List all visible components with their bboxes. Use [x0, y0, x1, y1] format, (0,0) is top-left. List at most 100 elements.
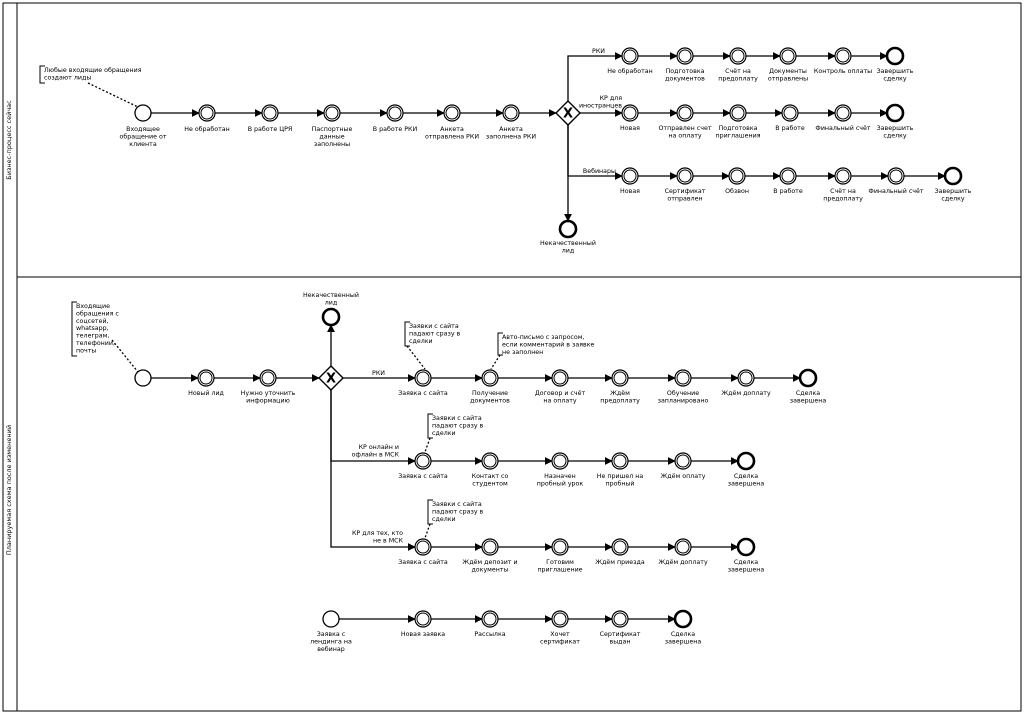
bottom-branch-step: [414, 538, 432, 556]
top-branch-step-label: Финальный счёт: [815, 124, 870, 132]
label-line: запланировано: [658, 397, 709, 404]
top-branch-flow: [567, 125, 623, 180]
label-line: заполнены: [314, 141, 350, 148]
bottom-branch-annotation-2-text: Авто-письмо с запросом,если комментарий …: [502, 334, 595, 356]
label-line: завершена: [790, 397, 827, 404]
label-line: создают лиды: [44, 74, 91, 81]
gateway-diamond: [555, 100, 581, 126]
top-branch-step: [728, 167, 746, 185]
webinar-start-event: [322, 610, 340, 628]
top-branch-step: [834, 167, 852, 185]
intermediate-event-inner: [261, 371, 275, 385]
label-line: Подготовка: [666, 68, 705, 75]
intermediate-event-inner: [781, 169, 795, 183]
label-line: В работе ЦРЯ: [248, 125, 293, 133]
label-line: лид: [562, 247, 575, 254]
intermediate-event-inner: [199, 371, 213, 385]
label-line: В работе: [773, 187, 803, 195]
label-line: Анкета: [499, 126, 523, 133]
intermediate-event-inner: [613, 454, 627, 468]
intermediate-event-inner: [613, 612, 627, 626]
top-branch-end-event: [885, 103, 905, 123]
label-line: Счёт на: [725, 67, 751, 75]
intermediate-event-inner: [676, 371, 690, 385]
top-branch-step-label: Обзвон: [725, 187, 749, 195]
label-line: Сертификат: [600, 631, 641, 638]
intermediate-event-inner: [263, 106, 277, 120]
top-branch-flow: [567, 52, 623, 101]
intermediate-event-inner: [613, 371, 627, 385]
webinar-end-event: [673, 609, 693, 629]
label-line: отправлена РКИ: [425, 133, 479, 140]
intermediate-event-inner: [731, 49, 745, 63]
label-line: В работе: [775, 124, 805, 132]
intermediate-event-inner: [678, 169, 692, 183]
intermediate-event-inner: [678, 49, 692, 63]
bottom-branch-flow: [330, 390, 416, 551]
bottom-branch-step: [737, 369, 755, 387]
label-line: отправлен: [667, 195, 702, 202]
label-line: Договор и счёт: [535, 389, 586, 397]
intermediate-event-inner: [200, 106, 214, 120]
label-line: сделку: [883, 75, 907, 82]
bottom-branch-annotation-link: [424, 437, 431, 453]
top-main-step-label: В работе РКИ: [373, 125, 418, 133]
label-line: КР онлайн и: [359, 443, 399, 451]
top-main-step: [386, 104, 404, 122]
lane-title-top: Бизнес-процесс сейчас: [5, 100, 13, 180]
label-line: приглашения: [715, 132, 760, 139]
bottom-branch-step: [611, 538, 629, 556]
top-branch-step: [779, 47, 797, 65]
bottom-main-step-label: Новый лид: [188, 389, 224, 397]
top-main-step-label: Не обработан: [184, 125, 230, 133]
intermediate-event-inner: [416, 612, 430, 626]
label-line: клиента: [129, 141, 157, 148]
top-branch-step: [676, 167, 694, 185]
intermediate-event-inner: [836, 49, 850, 63]
bottom-branch-step: [481, 452, 499, 470]
label-line: Сделка: [671, 631, 695, 638]
label-line: Рассылка: [474, 631, 505, 638]
label-line: Счёт на: [830, 187, 856, 195]
label-line: предоплату: [600, 397, 640, 404]
top-main-step: [261, 104, 279, 122]
top-branch-step-label: В работе: [775, 124, 805, 132]
top-branch-step: [676, 104, 694, 122]
label-line: не заполнен: [502, 349, 543, 356]
top-main-step: [502, 104, 520, 122]
label-line: предоплату: [718, 75, 758, 82]
intermediate-event-inner: [483, 540, 497, 554]
intermediate-event-inner: [783, 106, 797, 120]
label-line: Заявка с сайта: [398, 389, 448, 397]
intermediate-event-inner: [483, 371, 497, 385]
label-line: КР для тех, кто: [352, 530, 403, 537]
bottom-branch-step: [674, 452, 692, 470]
label-line: пробный: [605, 479, 634, 487]
label-line: РКИ: [372, 370, 385, 377]
label-line: Некачественный: [540, 239, 596, 247]
label-line: Подготовка: [719, 125, 758, 132]
label-line: Финальный счёт: [868, 187, 923, 195]
label-line: почты: [76, 347, 96, 354]
intermediate-event-inner: [731, 106, 745, 120]
label-line: Сделка: [734, 473, 758, 480]
label-line: РКИ: [592, 48, 605, 55]
top-branch-step: [779, 167, 797, 185]
label-line: отправлены: [768, 75, 808, 82]
label-line: Не обработан: [184, 125, 230, 133]
label-line: документы: [471, 566, 508, 573]
intermediate-event-inner: [889, 169, 903, 183]
label-line: Назначен: [544, 473, 576, 480]
intermediate-event-inner: [553, 540, 567, 554]
label-line: В работе РКИ: [373, 125, 418, 133]
bottom-branch-step: [674, 538, 692, 556]
